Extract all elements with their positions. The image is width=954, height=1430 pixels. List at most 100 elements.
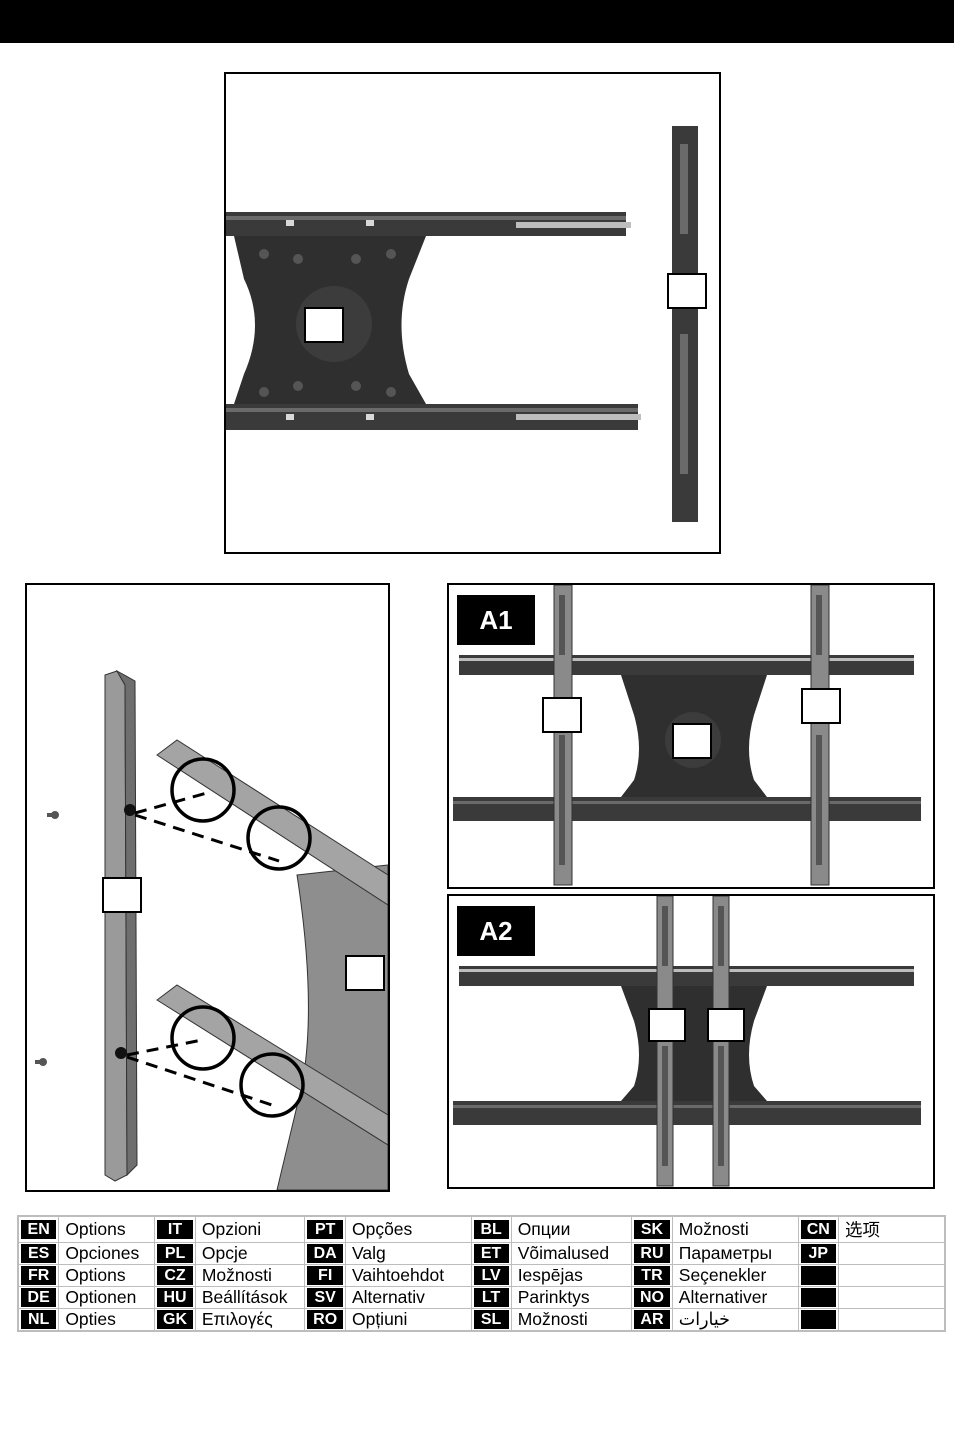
part-label-box-bracket-right	[707, 1008, 745, 1042]
language-word: Optionen	[58, 1286, 156, 1309]
language-code-badge: JP	[800, 1244, 836, 1263]
part-label-box-plate	[304, 307, 344, 343]
language-code-cell: SK	[631, 1215, 673, 1243]
part-label-box-bracket	[102, 877, 142, 913]
language-code-cell	[797, 1308, 839, 1332]
part-label-box-bracket-left	[542, 697, 582, 733]
language-code-badge: BL	[473, 1220, 509, 1239]
parts-illustration	[226, 126, 698, 522]
part-label-box-plate	[345, 955, 385, 991]
assembly-illustration	[35, 669, 388, 1190]
option-a1-tag: A1	[457, 595, 535, 645]
language-code-badge: FR	[21, 1266, 57, 1285]
language-code-badge: PT	[307, 1220, 343, 1239]
option-a1-panel: A1	[447, 583, 935, 889]
part-label-box-bracket-left	[648, 1008, 686, 1042]
language-code-cell: BL	[470, 1215, 512, 1243]
language-code-badge	[800, 1288, 836, 1307]
language-word: Valg	[344, 1242, 472, 1265]
language-word: خيارات	[671, 1308, 799, 1332]
language-code-badge: LT	[473, 1288, 509, 1307]
language-code-badge: AR	[634, 1310, 670, 1329]
assembly-panel	[25, 583, 390, 1192]
option-a2-panel: A2	[447, 894, 935, 1189]
language-code-cell	[797, 1264, 839, 1287]
language-code-cell: NL	[17, 1308, 60, 1332]
language-word: Opțiuni	[344, 1308, 472, 1332]
language-code-badge: GK	[157, 1310, 193, 1329]
language-code-badge: SK	[634, 1220, 670, 1239]
language-code-badge: DA	[307, 1244, 343, 1263]
part-label-box-bracket-right	[801, 688, 841, 724]
language-word: Opções	[344, 1215, 472, 1243]
language-code-cell: DA	[304, 1242, 346, 1265]
language-code-badge: LV	[473, 1266, 509, 1285]
language-word	[837, 1264, 946, 1287]
language-code-cell: AR	[631, 1308, 673, 1332]
language-code-cell: NO	[631, 1286, 673, 1309]
language-code-cell: SL	[470, 1308, 512, 1332]
language-code-badge: RO	[307, 1310, 343, 1329]
language-code-cell: IT	[154, 1215, 196, 1243]
language-word: Opzioni	[194, 1215, 306, 1243]
language-code-cell: RO	[304, 1308, 346, 1332]
language-code-badge: ET	[473, 1244, 509, 1263]
language-code-cell: TR	[631, 1264, 673, 1287]
language-word: Iespējas	[510, 1264, 633, 1287]
language-code-badge: DE	[21, 1288, 57, 1307]
language-word	[837, 1242, 946, 1265]
language-word: Options	[58, 1215, 156, 1243]
language-code-cell	[797, 1286, 839, 1309]
language-word: 选项	[837, 1215, 946, 1243]
language-word: Parinktys	[510, 1286, 633, 1309]
language-code-cell: GK	[154, 1308, 196, 1332]
language-word: Seçenekler	[671, 1264, 799, 1287]
language-code-badge: ES	[21, 1244, 57, 1263]
language-code-badge: CN	[800, 1220, 836, 1239]
language-code-badge: IT	[157, 1220, 193, 1239]
language-code-badge: SV	[307, 1288, 343, 1307]
language-code-cell: DE	[17, 1286, 60, 1309]
language-code-cell: CZ	[154, 1264, 196, 1287]
language-word: Alternativer	[671, 1286, 799, 1309]
language-word: Opties	[58, 1308, 156, 1332]
language-code-cell: HU	[154, 1286, 196, 1309]
language-code-cell: FR	[17, 1264, 60, 1287]
language-word	[837, 1286, 946, 1309]
language-code-cell: EN	[17, 1215, 60, 1243]
language-word: Опции	[510, 1215, 633, 1243]
language-code-cell: PT	[304, 1215, 346, 1243]
language-word	[837, 1308, 946, 1332]
language-code-badge: FI	[307, 1266, 343, 1285]
language-word: Opcje	[194, 1242, 306, 1265]
header-bar	[0, 0, 954, 43]
language-code-cell: LT	[470, 1286, 512, 1309]
language-word: Opciones	[58, 1242, 156, 1265]
language-code-cell: PL	[154, 1242, 196, 1265]
language-code-cell: RU	[631, 1242, 673, 1265]
language-word: Options	[58, 1264, 156, 1287]
language-code-badge: CZ	[157, 1266, 193, 1285]
language-word: Параметры	[671, 1242, 799, 1265]
language-code-cell: FI	[304, 1264, 346, 1287]
language-code-cell: ET	[470, 1242, 512, 1265]
language-code-cell: ES	[17, 1242, 60, 1265]
language-word: Možnosti	[194, 1264, 306, 1287]
language-word: Επιλογές	[194, 1308, 306, 1332]
language-code-badge: NL	[21, 1310, 57, 1329]
language-code-badge: EN	[21, 1220, 57, 1239]
language-word: Možnosti	[671, 1215, 799, 1243]
language-code-badge	[800, 1266, 836, 1285]
language-code-cell: CN	[797, 1215, 839, 1243]
language-code-cell: SV	[304, 1286, 346, 1309]
option-a2-tag: A2	[457, 906, 535, 956]
part-label-box-plate	[672, 723, 712, 759]
language-code-cell: LV	[470, 1264, 512, 1287]
